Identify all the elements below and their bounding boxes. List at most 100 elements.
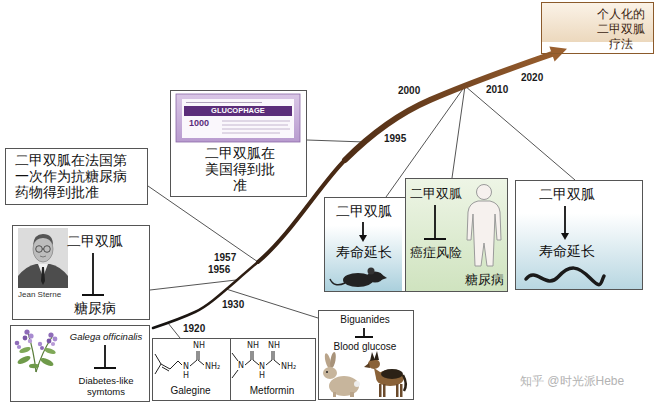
year-label: 1995 [384,133,406,145]
dog-picture [374,368,381,380]
year-label: 1930 [222,299,244,311]
mouse-picture [381,274,387,280]
plant-picture [48,332,53,337]
plant-picture [24,329,29,334]
text-slot: 1000 [189,118,209,128]
year-label: 1920 [183,323,205,335]
galegine-structure [162,367,169,371]
package-picture [184,106,292,116]
box-fill [324,197,402,292]
node-text: 二甲双胍 [539,187,595,203]
worm-picture [526,268,604,285]
atom-label: NH₂ [281,362,296,371]
atom-label: NH₂ [205,362,220,371]
atom-label: NH [268,341,280,350]
box-fill [152,338,227,401]
leader-line [465,86,575,180]
box-fill [5,148,148,205]
node-text: Jean Sterne [18,290,68,300]
rabbit-picture [323,352,360,397]
year-label: 1957 [214,252,236,264]
year-label: 2010 [486,84,508,96]
watermark: 知乎 @时光派Hebe [520,374,624,389]
text-slot: Biguanides [319,314,411,326]
atom-label: N [238,361,244,370]
text-slot: 2020 [521,72,543,84]
text-slot: 二甲双胍 [67,234,123,250]
increase-arrow [362,222,364,236]
box-fill [230,338,312,401]
leader-line [307,140,365,142]
leader-line [148,186,258,262]
worm-picture [526,268,604,285]
box-fill [5,2,654,402]
dog-picture [381,369,403,379]
mouse-picture [330,279,345,285]
plant-picture [44,347,57,356]
text-slot: 知乎 @时光派Hebe [520,374,624,389]
metformin-structure [232,353,238,361]
mouse-picture [330,268,387,288]
node-text: 个人化的二甲双胍疗法 [591,7,650,52]
plant-picture [23,336,28,341]
dog-picture [403,375,406,391]
text-slot: Diabetes-like symtoms [66,375,146,398]
plant-picture [38,342,42,346]
portrait-box: 二甲双胍糖尿病Jean Sterne [12,225,150,320]
plant-picture [17,345,21,349]
plant-picture [15,341,20,346]
finding-box: 二甲双胍癌症风险糖尿病 [405,178,508,292]
portrait-photo [18,228,68,288]
inhibition-symbol [94,345,116,368]
plant-picture [47,339,52,344]
dose-label: 1000 [189,118,209,128]
increase-arrow [564,206,566,233]
node-text: 二甲双胍 [410,186,464,202]
package-picture [182,99,294,138]
text-slot: Metformin [231,385,313,397]
human-figure [467,201,501,266]
galegine-structure [155,351,204,374]
node-text: 二甲双胍在美国得到批准 [198,146,281,195]
package-picture [222,121,290,133]
text-slot: 癌症风险 [410,245,464,261]
node-text: 二甲双胍在法国第一次作为抗糖尿病药物得到批准 [15,153,139,202]
galegine-structure [197,351,199,360]
portrait-photo [44,246,51,253]
rabbit-picture [326,371,328,373]
galegine-structure [198,360,204,365]
plant-box: Galega officinalisDiabetes-like symtoms [10,325,150,402]
text-slot: 2010 [486,84,508,96]
dog-picture [400,384,403,397]
node-text: 寿命延长 [325,245,403,261]
plant-picture [15,329,58,372]
plant-picture [40,346,44,350]
galegine-structure [155,354,161,374]
finding-box: 二甲双胍寿命延长 [515,180,643,290]
timeline-curve [153,54,552,328]
portrait-photo [18,264,68,288]
plant-picture [29,364,39,368]
text-slot: 二甲双胍在美国得到批准 [198,146,281,195]
year-label: 2000 [398,85,420,97]
text-slot: N [259,362,265,371]
text-slot: GLUCOPHAGE [184,106,292,116]
atom-label: NH [247,341,259,350]
package-picture [176,94,300,142]
portrait-photo [36,246,43,253]
package-picture [176,94,300,142]
plant-picture [53,337,58,342]
box-fill [318,310,410,400]
text-slot: N [238,361,244,370]
increase-arrow [359,235,367,242]
atom-label: N [259,362,265,371]
finding-box: 二甲双胍寿命延长 [324,197,406,292]
metformin-structure [272,351,274,360]
galegine-structure [190,360,197,366]
metformin-structure [232,370,238,378]
dog-picture [364,351,406,397]
text-slot: H [183,371,189,380]
approval-box: 二甲双胍在法国第一次作为抗糖尿病药物得到批准 [5,148,148,205]
